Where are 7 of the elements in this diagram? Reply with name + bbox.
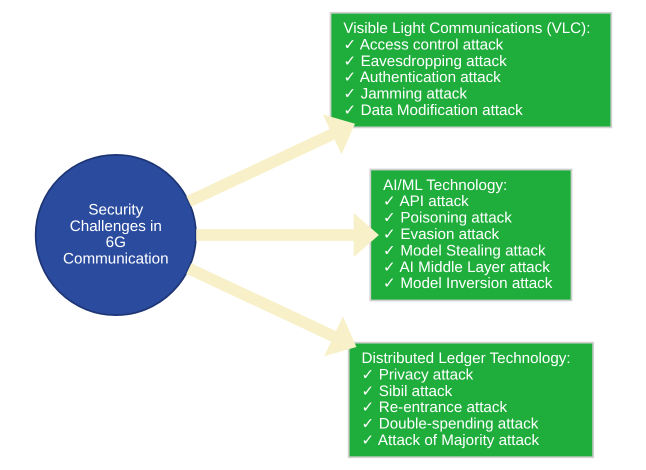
node-box: Distributed Ledger Technology: ✓ Privacy attack ✓ Sibil attack ✓ Re-entrance attack ✓ Double-spending attack ✓ Attack of Majority attack (347, 342, 594, 458)
node-circle: Security Challenges in 6G Communication (34, 154, 196, 316)
arrow (196, 212, 378, 258)
node-box: AI/ML Technology: ✓ API attack ✓ Poisoning attack ✓ Evasion attack ✓ Model Stealing attack ✓ AI Middle Layer attack ✓ Model Inversion attack (368, 168, 572, 302)
node-box: Visible Light Communications (VLC): ✓ Access control attack ✓ Eavesdropping attack ✓ Authentication attack ✓ Jamming attack ✓ Data Modification attack (329, 12, 612, 128)
arrow (186, 114, 354, 207)
arrow (186, 263, 356, 356)
